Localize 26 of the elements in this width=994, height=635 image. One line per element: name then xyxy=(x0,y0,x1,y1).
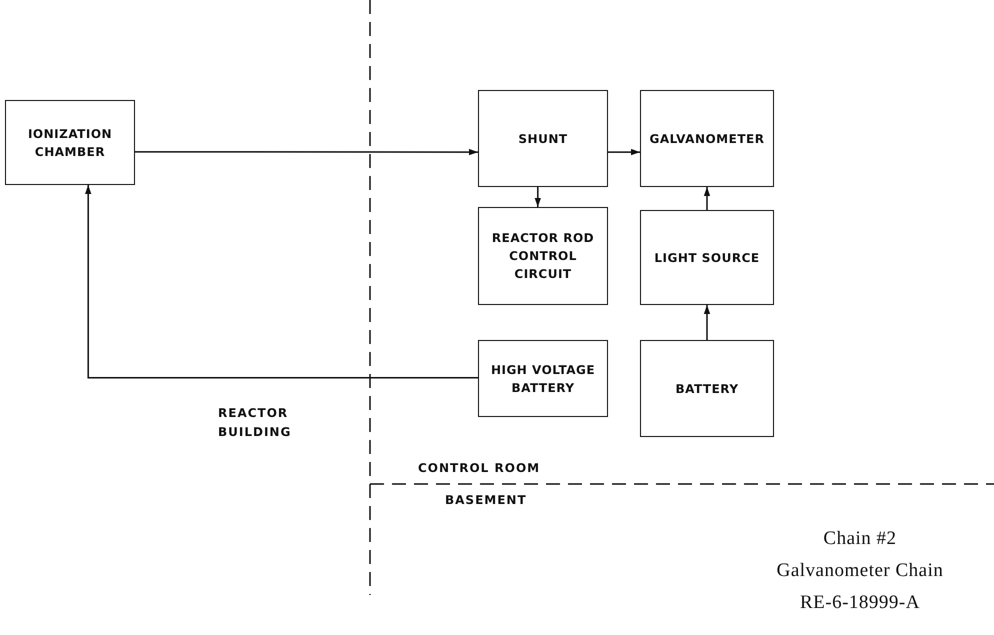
process-box xyxy=(478,340,608,417)
process-box xyxy=(640,210,774,305)
box-label: HIGH VOLTAGE BATTERY xyxy=(490,362,596,396)
arrow xyxy=(534,187,541,207)
process-box xyxy=(640,90,774,187)
box-label: LIGHT SOURCE xyxy=(653,250,761,266)
arrow xyxy=(85,185,478,378)
process-box xyxy=(640,340,774,437)
caption-line: RE-6-18999-A xyxy=(799,592,921,614)
process-box xyxy=(5,100,135,185)
caption-line: Galvanometer Chain xyxy=(776,560,944,582)
caption-line: Chain #2 xyxy=(822,528,898,550)
box-label: BATTERY xyxy=(674,380,740,398)
box-label: REACTOR ROD CONTROL CIRCUIT xyxy=(490,230,596,283)
region-label: BASEMENT xyxy=(445,492,527,509)
region-label: CONTROL ROOM xyxy=(418,460,540,477)
box-label: SHUNT xyxy=(517,130,569,148)
process-box xyxy=(478,207,608,305)
arrow xyxy=(135,148,478,156)
box-label: IONIZATION CHAMBER xyxy=(26,126,114,160)
process-box xyxy=(478,90,608,187)
arrow xyxy=(608,148,640,156)
box-label: GALVANOMETER xyxy=(648,130,766,148)
arrow xyxy=(704,305,710,340)
region-label: REACTOR BUILDING xyxy=(218,405,292,442)
arrow xyxy=(704,187,710,210)
